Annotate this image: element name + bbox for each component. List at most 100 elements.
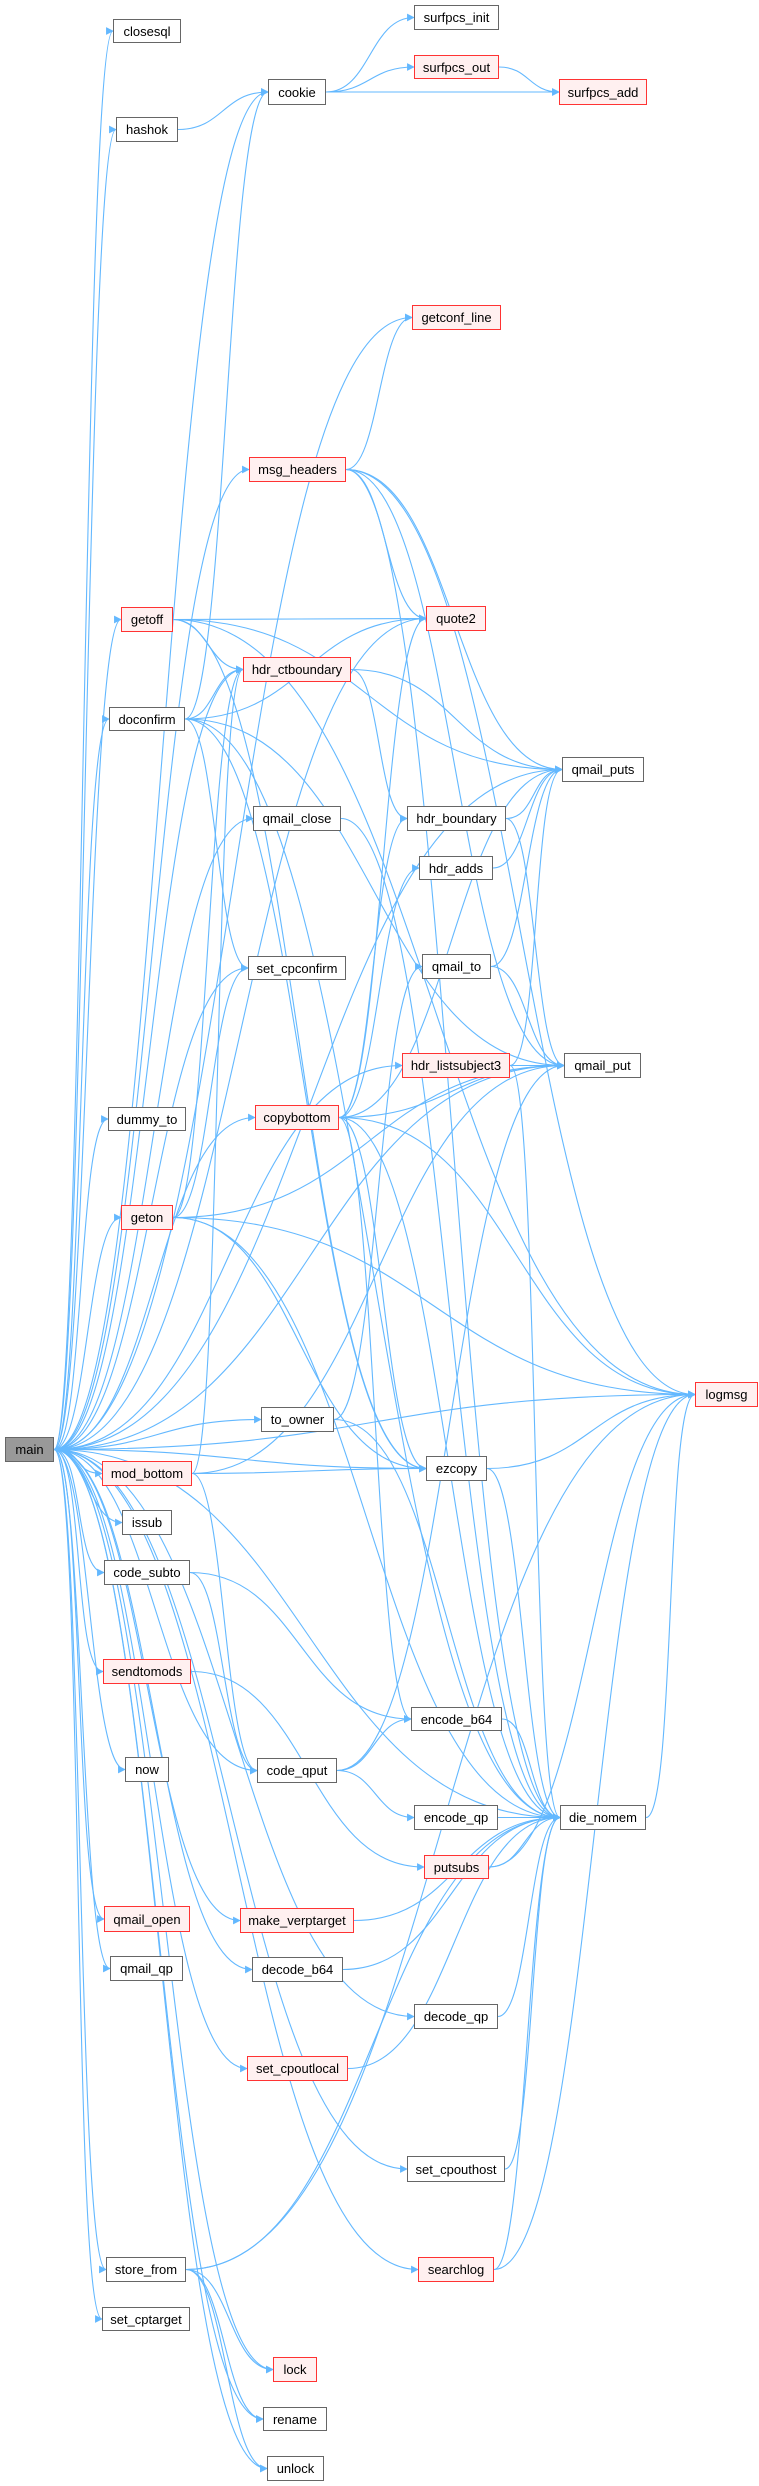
edge-hdr_listsubject3-to-qmail_puts xyxy=(509,765,563,1067)
edge-decode_qp-to-die_nomem xyxy=(497,1813,561,2018)
node-set-cpoutlocal[interactable]: set_cpoutlocal xyxy=(247,2056,348,2081)
edge-set_cpoutlocal-to-die_nomem xyxy=(347,1813,561,2070)
node-decode-b64[interactable]: decode_b64 xyxy=(252,1957,343,1982)
edge-doconfirm-to-qmail_put xyxy=(184,718,565,1070)
edge-getoff-to-ezcopy xyxy=(172,618,427,1473)
edge-main-to-qmail_open xyxy=(53,1448,105,1923)
node-code-subto[interactable]: code_subto xyxy=(104,1560,190,1585)
node-set-cpconfirm[interactable]: set_cpconfirm xyxy=(248,956,346,980)
node-issub[interactable]: issub xyxy=(122,1510,172,1535)
node-surfpcs-init[interactable]: surfpcs_init xyxy=(414,5,499,30)
edge-qmail_to-to-qmail_puts xyxy=(490,765,563,968)
node-qmail-open[interactable]: qmail_open xyxy=(104,1906,190,1932)
edge-doconfirm-to-die_nomem xyxy=(184,718,561,1822)
edge-ezcopy-to-logmsg xyxy=(486,1390,696,1470)
edge-main-to-code_qput xyxy=(53,1448,258,1775)
node-dummy-to[interactable]: dummy_to xyxy=(108,1107,186,1131)
edge-main-to-getconf_line xyxy=(53,313,413,1451)
edge-hashok-to-cookie xyxy=(177,88,269,131)
edge-hdr_boundary-to-qmail_put xyxy=(505,817,565,1070)
edge-copybottom-to-encode_b64 xyxy=(338,1116,412,1723)
edge-main-to-quote2 xyxy=(53,614,427,1451)
node-qmail-to[interactable]: qmail_to xyxy=(422,954,491,979)
node-main[interactable]: main xyxy=(5,1437,54,1462)
node-doconfirm[interactable]: doconfirm xyxy=(109,707,185,731)
edge-store_from-to-unlock xyxy=(185,2268,268,2473)
node-make-verptarget[interactable]: make_verptarget xyxy=(240,1908,354,1933)
node-closesql[interactable]: closesql xyxy=(113,19,181,43)
node-rename[interactable]: rename xyxy=(263,2407,327,2431)
node-encode-qp[interactable]: encode_qp xyxy=(414,1805,498,1830)
node-ezcopy[interactable]: ezcopy xyxy=(426,1456,487,1481)
node-store-from[interactable]: store_from xyxy=(106,2257,186,2282)
node-logmsg[interactable]: logmsg xyxy=(695,1382,758,1407)
node-cookie[interactable]: cookie xyxy=(268,79,326,105)
edge-hdr_boundary-to-qmail_puts xyxy=(505,765,563,820)
edge-hdr_ctboundary-to-qmail_puts xyxy=(350,668,563,774)
edge-surfpcs_out-to-surfpcs_add xyxy=(498,66,560,96)
edge-store_from-to-rename xyxy=(185,2268,264,2423)
edge-die_nomem-to-logmsg xyxy=(645,1390,696,1819)
edge-code_subto-to-encode_b64 xyxy=(189,1571,412,1723)
node-quote2[interactable]: quote2 xyxy=(426,606,486,631)
node-set-cpouthost[interactable]: set_cpouthost xyxy=(407,2156,505,2182)
node-hdr-adds[interactable]: hdr_adds xyxy=(419,856,493,880)
edge-to_owner-to-die_nomem xyxy=(333,1418,561,1822)
node-lock[interactable]: lock xyxy=(273,2357,317,2382)
edge-main-to-logmsg xyxy=(53,1390,696,1451)
node-surfpcs-out[interactable]: surfpcs_out xyxy=(414,55,499,79)
node-msg-headers[interactable]: msg_headers xyxy=(249,457,346,482)
node-die-nomem[interactable]: die_nomem xyxy=(560,1805,646,1830)
edge-main-to-code_subto xyxy=(53,1448,105,1577)
edge-geton-to-hdr_ctboundary xyxy=(172,665,244,1219)
edge-qmail_close-to-die_nomem xyxy=(340,817,561,1822)
edge-main-to-dummy_to xyxy=(53,1115,109,1451)
node-hdr-ctboundary[interactable]: hdr_ctboundary xyxy=(243,657,351,682)
node-hashok[interactable]: hashok xyxy=(116,117,178,142)
edge-main-to-qmail_put xyxy=(53,1061,565,1451)
node-qmail-put[interactable]: qmail_put xyxy=(564,1053,641,1078)
edge-hdr_ctboundary-to-hdr_boundary xyxy=(350,668,408,823)
edge-copybottom-to-quote2 xyxy=(338,614,427,1119)
node-getconf-line[interactable]: getconf_line xyxy=(412,305,501,330)
node-now[interactable]: now xyxy=(125,1757,169,1782)
edge-code_subto-to-code_qput xyxy=(189,1571,258,1775)
node-set-cptarget[interactable]: set_cptarget xyxy=(102,2307,190,2331)
edge-copybottom-to-ezcopy xyxy=(338,1116,427,1473)
node-encode-b64[interactable]: encode_b64 xyxy=(411,1707,502,1731)
node-hdr-boundary[interactable]: hdr_boundary xyxy=(407,806,506,831)
node-qmail-puts[interactable]: qmail_puts xyxy=(562,757,644,782)
edge-main-to-cookie xyxy=(53,88,269,1451)
node-surfpcs-add[interactable]: surfpcs_add xyxy=(559,79,647,105)
node-sendtomods[interactable]: sendtomods xyxy=(103,1659,191,1684)
node-qmail-qp[interactable]: qmail_qp xyxy=(110,1956,183,1981)
node-copybottom[interactable]: copybottom xyxy=(255,1105,339,1130)
node-qmail-close[interactable]: qmail_close xyxy=(253,806,341,831)
edge-main-to-to_owner xyxy=(53,1415,262,1451)
edge-code_qput-to-qmail_put xyxy=(336,1061,565,1772)
node-decode-qp[interactable]: decode_qp xyxy=(414,2004,498,2029)
edge-copybottom-to-qmail_puts xyxy=(338,765,563,1119)
edge-store_from-to-logmsg xyxy=(185,1390,696,2271)
node-to-owner[interactable]: to_owner xyxy=(261,1407,334,1432)
node-searchlog[interactable]: searchlog xyxy=(418,2257,494,2282)
edge-geton-to-set_cpconfirm xyxy=(172,964,249,1219)
edge-main-to-now xyxy=(53,1448,126,1774)
edge-main-to-set_cptarget xyxy=(53,1448,103,2323)
node-code-qput[interactable]: code_qput xyxy=(257,1758,337,1783)
node-geton[interactable]: geton xyxy=(121,1205,173,1230)
edge-putsubs-to-die_nomem xyxy=(488,1813,561,1868)
edge-code_qput-to-encode_qp xyxy=(336,1769,415,1822)
edge-geton-to-ezcopy xyxy=(172,1216,427,1473)
node-putsubs[interactable]: putsubs xyxy=(424,1855,489,1879)
node-mod-bottom[interactable]: mod_bottom xyxy=(102,1461,192,1486)
node-hdr-listsubject3[interactable]: hdr_listsubject3 xyxy=(402,1053,510,1078)
edge-doconfirm-to-cookie xyxy=(184,88,269,720)
edge-copybottom-to-hdr_adds xyxy=(338,864,420,1119)
edge-set_cpouthost-to-die_nomem xyxy=(504,1813,561,2170)
node-getoff[interactable]: getoff xyxy=(121,607,173,632)
edge-code_qput-to-encode_b64 xyxy=(336,1715,412,1772)
node-unlock[interactable]: unlock xyxy=(267,2456,324,2481)
edge-store_from-to-lock xyxy=(185,2268,274,2374)
edge-searchlog-to-logmsg xyxy=(493,1390,696,2271)
